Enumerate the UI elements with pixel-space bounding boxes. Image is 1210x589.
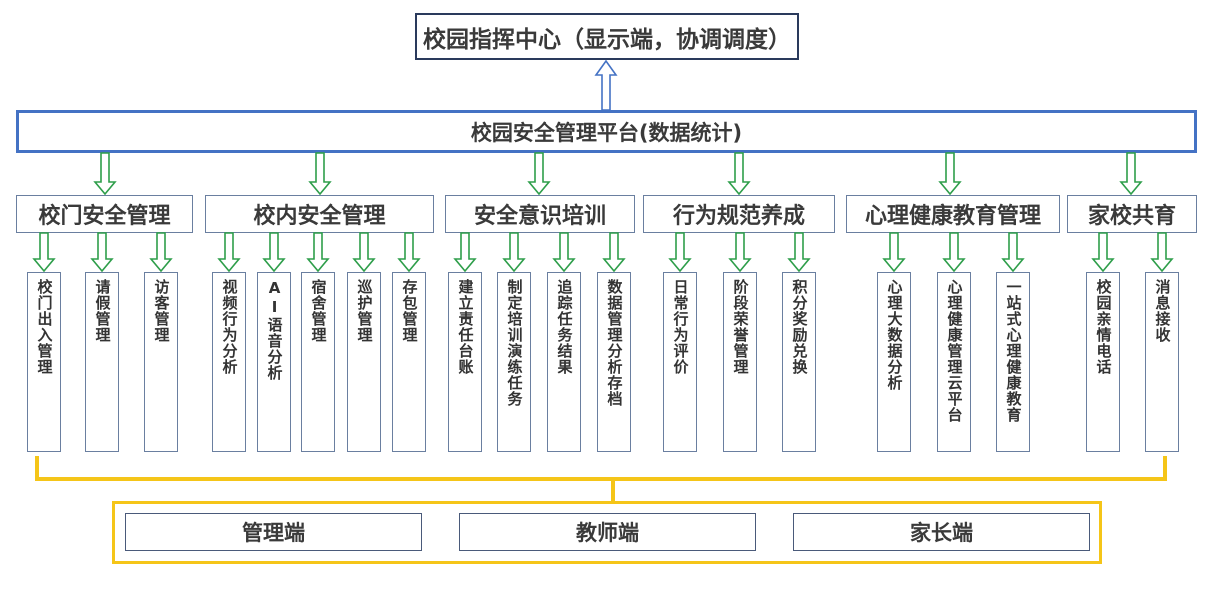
category-to-leaf-arrow	[217, 232, 241, 273]
category-to-leaf-arrow	[397, 232, 421, 273]
leaf-box: AI语音分析	[257, 272, 291, 452]
category-box-gate-security: 校门安全管理	[16, 195, 193, 233]
frontend-frame	[112, 501, 1102, 564]
leaf-box: 制定培训演练任务	[497, 272, 531, 452]
frontend-box-parent: 家长端	[793, 513, 1090, 551]
category-to-leaf-arrow	[882, 232, 906, 273]
leaf-box: 追踪任务结果	[547, 272, 581, 452]
leaf-label: AI语音分析	[265, 279, 284, 381]
category-to-leaf-arrow	[1091, 232, 1115, 273]
leaf-box: 宿舍管理	[301, 272, 335, 452]
leaf-label: 请假管理	[93, 279, 112, 343]
platform-to-category-arrow	[308, 152, 332, 196]
platform-to-category-arrow	[527, 152, 551, 196]
leaf-label: 制定培训演练任务	[505, 279, 524, 407]
category-to-leaf-arrow	[942, 232, 966, 273]
category-label: 校门安全管理	[38, 204, 171, 229]
leaf-label: 阶段荣誉管理	[731, 279, 750, 375]
leaf-box: 阶段荣誉管理	[723, 272, 757, 452]
green-arrows	[32, 152, 1174, 273]
leaf-box: 数据管理分析存档	[597, 272, 631, 452]
category-to-leaf-arrow	[787, 232, 811, 273]
leaf-box: 日常行为评价	[663, 272, 697, 452]
frontend-label: 家长端	[910, 521, 973, 545]
leaf-box: 巡护管理	[347, 272, 381, 452]
data-bus	[35, 456, 1167, 503]
platform-to-command-arrow	[594, 59, 618, 111]
category-to-leaf-arrow	[32, 232, 56, 273]
leaf-label: 心理大数据分析	[885, 279, 904, 391]
leaf-label: 存包管理	[400, 279, 419, 343]
leaf-box: 心理健康管理云平台	[937, 272, 971, 452]
platform-box: 校园安全管理平台(数据统计)	[16, 110, 1197, 153]
category-to-leaf-arrow	[602, 232, 626, 273]
leaf-label: 心理健康管理云平台	[945, 279, 964, 423]
category-to-leaf-arrow	[453, 232, 477, 273]
leaf-label: 建立责任台账	[456, 279, 475, 375]
frontend-label: 教师端	[576, 521, 639, 545]
leaf-box: 一站式心理健康教育	[996, 272, 1030, 452]
leaf-box: 访客管理	[144, 272, 178, 452]
leaf-box: 视频行为分析	[212, 272, 246, 452]
leaf-label: 一站式心理健康教育	[1004, 279, 1023, 423]
leaf-label: 积分奖励兑换	[790, 279, 809, 375]
leaf-label: 宿舍管理	[309, 279, 328, 343]
category-to-leaf-arrow	[502, 232, 526, 273]
leaf-label: 视频行为分析	[220, 279, 239, 375]
leaf-label: 校门出入管理	[35, 279, 54, 375]
leaf-label: 访客管理	[152, 279, 171, 343]
leaf-box: 存包管理	[392, 272, 426, 452]
leaf-box: 请假管理	[85, 272, 119, 452]
category-to-leaf-arrow	[728, 232, 752, 273]
category-to-leaf-arrow	[1001, 232, 1025, 273]
frontend-box-admin: 管理端	[125, 513, 422, 551]
category-box-safety-training: 安全意识培训	[445, 195, 635, 233]
category-to-leaf-arrow	[90, 232, 114, 273]
leaf-box: 心理大数据分析	[877, 272, 911, 452]
category-to-leaf-arrow	[306, 232, 330, 273]
category-label: 家校共育	[1087, 204, 1176, 229]
platform-to-category-arrow	[1119, 152, 1143, 196]
frontend-box-teacher: 教师端	[459, 513, 756, 551]
platform-to-category-arrow	[93, 152, 117, 196]
leaf-box: 积分奖励兑换	[782, 272, 816, 452]
category-to-leaf-arrow	[1150, 232, 1174, 273]
category-to-leaf-arrow	[262, 232, 286, 273]
leaf-label: 消息接收	[1153, 279, 1172, 343]
category-to-leaf-arrow	[149, 232, 173, 273]
leaf-label: 日常行为评价	[671, 279, 690, 375]
leaf-label: 巡护管理	[355, 279, 374, 343]
command-center-label: 校园指挥中心（显示端，协调调度）	[423, 26, 791, 53]
category-to-leaf-arrow	[552, 232, 576, 273]
command-center-box: 校园指挥中心（显示端，协调调度）	[415, 13, 799, 60]
category-label: 行为规范养成	[672, 204, 805, 229]
leaf-label: 数据管理分析存档	[605, 279, 624, 407]
leaf-box: 建立责任台账	[448, 272, 482, 452]
leaf-box: 校门出入管理	[27, 272, 61, 452]
category-to-leaf-arrow	[668, 232, 692, 273]
leaf-box: 消息接收	[1145, 272, 1179, 452]
category-to-leaf-arrow	[352, 232, 376, 273]
leaf-label: 追踪任务结果	[555, 279, 574, 375]
leaf-box: 校园亲情电话	[1086, 272, 1120, 452]
category-box-behavior: 行为规范养成	[643, 195, 835, 233]
category-label: 校内安全管理	[253, 204, 386, 229]
platform-label: 校园安全管理平台(数据统计)	[470, 120, 743, 145]
category-label: 心理健康教育管理	[864, 204, 1041, 229]
category-label: 安全意识培训	[473, 204, 606, 229]
platform-to-category-arrow	[938, 152, 962, 196]
leaf-label: 校园亲情电话	[1094, 279, 1113, 375]
platform-to-category-arrow	[727, 152, 751, 196]
category-box-home-school: 家校共育	[1067, 195, 1197, 233]
frontend-label: 管理端	[242, 521, 305, 545]
blue-arrow	[594, 59, 618, 111]
